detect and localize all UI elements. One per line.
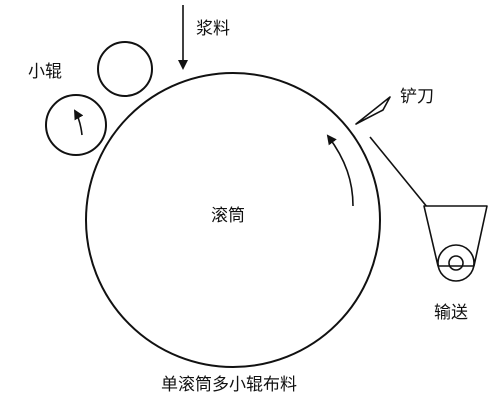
conveyor-hopper	[423, 205, 488, 267]
small-roller-rotation-arrow	[74, 109, 84, 136]
conveyor-roller-inner	[448, 255, 464, 271]
slurry-label: 浆料	[196, 19, 230, 39]
small-roller-upper	[97, 41, 153, 97]
conveyor-label: 输送	[434, 303, 468, 323]
conveyor-roller-outer	[437, 244, 475, 282]
diagram-caption: 单滚筒多小辊布料	[161, 375, 297, 395]
drum-rotation-arrow	[326, 134, 354, 207]
drum-label: 滚筒	[211, 206, 245, 226]
scraper-label: 铲刀	[400, 87, 434, 107]
drum-circle	[85, 72, 381, 368]
small-roller-label: 小辊	[28, 62, 62, 82]
scraper-blade	[355, 96, 391, 125]
conveyor-feed-line	[369, 136, 433, 214]
small-roller-lower	[45, 94, 107, 156]
